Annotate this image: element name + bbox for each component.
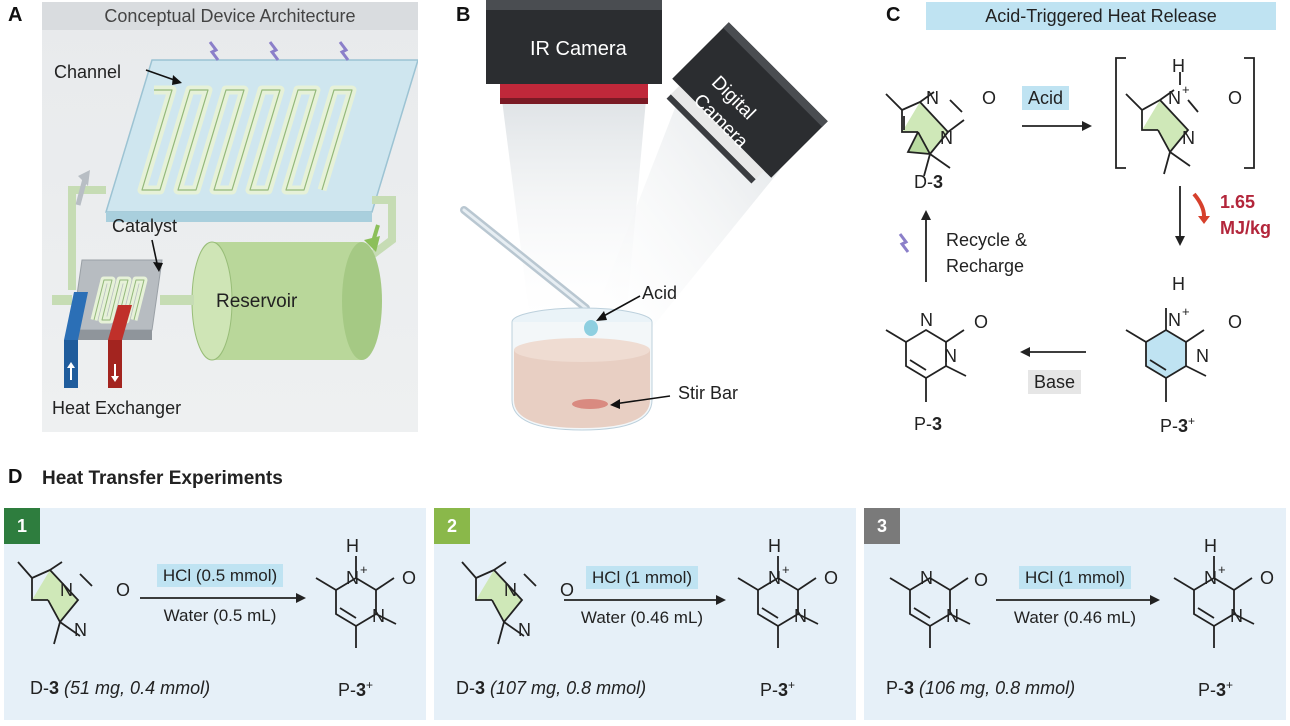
p3plus-atom-o: O [1228,312,1243,332]
exp1-prod-n2: N [372,606,385,626]
experiment-1-badge: 1 [4,508,40,544]
exp2-reagent-bottom: Water (0.46 mL) [580,608,704,627]
energy-unit: MJ/kg [1220,218,1272,238]
panel-d-label: D [8,466,23,488]
exp1-prod-h: H [346,536,359,556]
exp3-product-label: P-3+ [1198,678,1234,700]
exp2-reagent-top: HCl (1 mmol) [564,566,720,589]
base-reagent-label: Base [1028,370,1082,394]
int-atom-n2: N [1182,128,1195,148]
exp1-atom-n2: N [74,620,87,640]
panel-a-title: Conceptual Device Architecture [42,2,418,30]
exp3-atom-o: O [974,570,989,590]
ir-camera-label: IR Camera [530,38,627,60]
p3plus-atom-n1: N [1168,310,1181,330]
recycle-label-line2: Recharge [946,256,1025,276]
exp2-product-label: P-3+ [760,678,796,700]
exp3-start-label: P-3 (106 mg, 0.8 mmol) [886,678,1076,698]
exp1-atom-n1: N [60,580,73,600]
exp1-reagent-bottom: Water (0.5 mL) [163,606,277,625]
exp1-reagent-top: HCl (0.5 mmol) [140,564,300,587]
exp3-prod-o: O [1260,568,1275,588]
exp2-atom-o: O [560,580,575,600]
catalyst-label: Catalyst [112,216,178,236]
experiment-2-scheme [461,556,819,648]
exp3-prod-h: H [1204,536,1217,556]
exp3-reagent-top: HCl (1 mmol) [996,566,1154,589]
energy-value: 1.65 [1220,192,1256,212]
p3-atom-o: O [974,312,989,332]
int-atom-n1: N [1168,88,1181,108]
experiment-1-scheme [17,556,397,648]
panel-d-title: Heat Transfer Experiments [42,468,283,489]
exp2-prod-o: O [824,568,839,588]
exp3-reagent-bottom: Water (0.46 mL) [1013,608,1137,627]
stir-bar-label: Stir Bar [678,383,739,403]
p3-atom-n1: N [920,310,933,330]
exp1-prod-n1: N [346,568,359,588]
molecule-p3 [885,328,967,402]
exp1-atom-o: O [116,580,131,600]
acid-label: Acid [642,283,678,303]
exp1-prod-plus: + [360,562,368,577]
exp3-atom-n1: N [920,568,933,588]
d3-atom-o: O [982,88,997,108]
exp2-atom-n1: N [504,580,517,600]
exp3-atom-n2: N [946,606,959,626]
panel-a-label: A [8,4,23,26]
compound-p3plus-label: P-3+ [1160,414,1196,436]
experiment-setup-diagram [460,0,828,431]
reaction-cycle-diagram [885,57,1255,402]
channel-label: Channel [54,62,122,82]
experiment-2-panel: 2 N O N H N + O N HCl (1 mmol) Water (0.… [434,508,856,720]
compound-p3-label: P-3 [914,414,943,434]
int-atom-o: O [1228,88,1243,108]
p3plus-atom-plus: + [1182,304,1190,319]
experiment-2-badge: 2 [434,508,470,544]
molecule-d3 [885,91,965,177]
int-atom-h: H [1172,56,1185,76]
d3-atom-n1: N [926,88,939,108]
reservoir-label: Reservoir [216,291,298,312]
exp1-prod-o: O [402,568,417,588]
acid-reagent-label: Acid [1022,86,1070,110]
compound-d3-label: D-3 [914,172,944,192]
d3-atom-n2: N [940,128,953,148]
experiment-3-scheme [889,556,1255,648]
molecule-intermediate [1125,72,1199,175]
exp2-prod-n1: N [768,568,781,588]
heat-exchanger-label: Heat Exchanger [52,398,182,418]
panel-c-title: Acid-Triggered Heat Release [926,2,1276,30]
experiment-1-panel: 1 N O N H N + O N HCl (0.5 mmol) Water (… [4,508,426,720]
p3-atom-n2: N [944,346,957,366]
exp1-product-label: P-3+ [338,678,374,700]
p3plus-atom-h: H [1172,274,1185,294]
panel-b-label: B [456,4,471,26]
exp3-prod-plus: + [1218,562,1226,577]
device-architecture-diagram [52,41,418,388]
exp3-prod-n1: N [1204,568,1217,588]
exp2-prod-n2: N [794,606,807,626]
panel-c-label: C [886,4,901,26]
exp2-atom-n2: N [518,620,531,640]
experiment-3-badge: 3 [864,508,900,544]
molecule-p3plus [1125,308,1207,402]
exp2-prod-plus: + [782,562,790,577]
exp2-prod-h: H [768,536,781,556]
recycle-label-line1: Recycle & [946,230,1028,250]
exp1-start-label: D-3 (51 mg, 0.4 mmol) [30,678,211,698]
int-atom-plus: + [1182,82,1190,97]
exp2-start-label: D-3 (107 mg, 0.8 mmol) [456,678,647,698]
experiment-3-panel: 3 N O N H N + O N HCl (1 mmol) Water (0.… [864,508,1286,720]
p3plus-atom-n2: N [1196,346,1209,366]
exp3-prod-n2: N [1230,606,1243,626]
